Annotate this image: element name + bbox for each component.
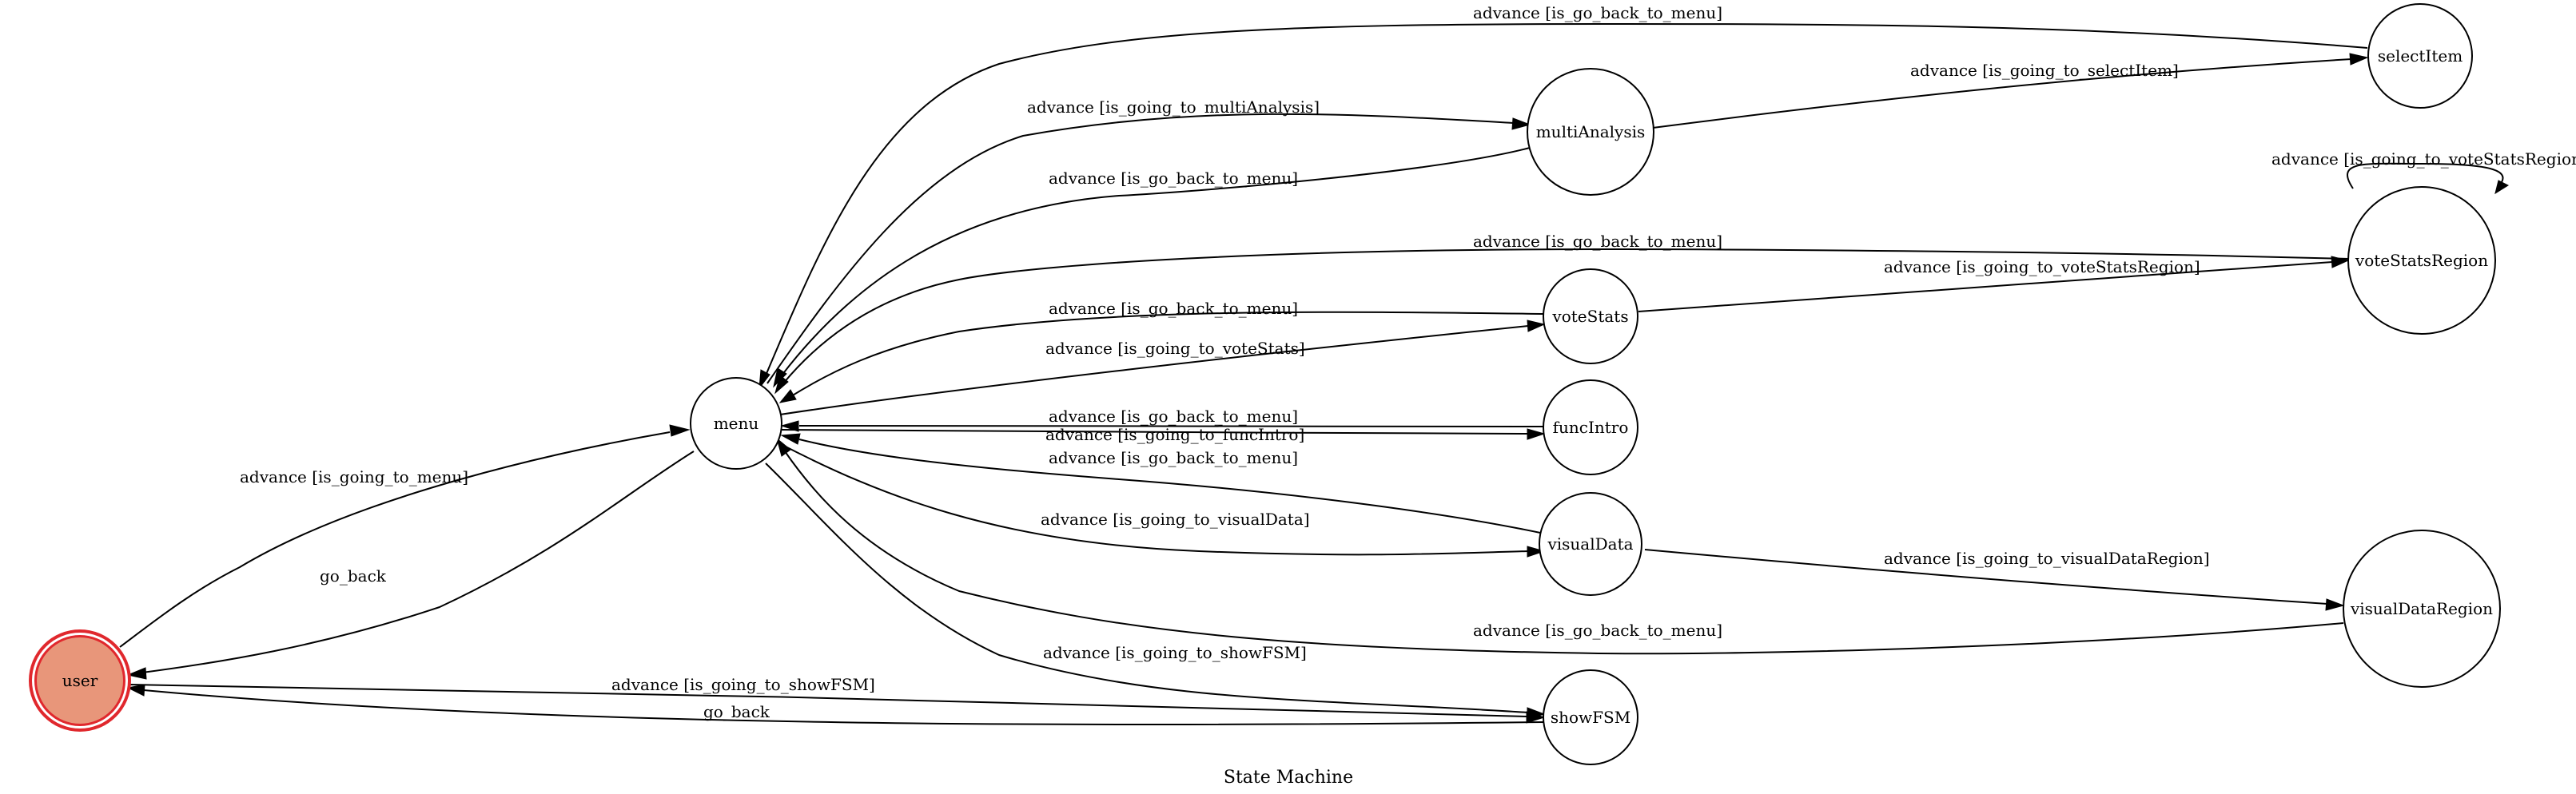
edge-menu-to-visualData bbox=[778, 443, 1529, 556]
arrowhead bbox=[2349, 53, 2369, 66]
arrowhead bbox=[1511, 117, 1531, 130]
edge-label-visualData-menu: advance [is_go_back_to_menu] bbox=[1049, 448, 1298, 467]
edge-menu-to-multiAnalysis bbox=[766, 113, 1515, 384]
arrowhead bbox=[126, 667, 147, 680]
state-user: user bbox=[29, 629, 131, 732]
edge-visualData-to-visualDataRegion bbox=[1644, 549, 2328, 605]
state-selectItem: selectItem bbox=[2367, 3, 2473, 109]
state-label-funcIntro: funcIntro bbox=[1553, 418, 1629, 437]
edge-visualDataRegion-to-menu bbox=[784, 451, 2344, 655]
edge-label-user-showFSM: advance [is_going_to_showFSM] bbox=[611, 675, 875, 694]
edge-label-menu-user: go_back bbox=[320, 566, 387, 586]
edge-selectItem-to-menu bbox=[765, 22, 2368, 376]
arrowhead bbox=[774, 375, 789, 395]
edge-label-selectItem-menu: advance [is_go_back_to_menu] bbox=[1473, 3, 1722, 22]
diagram-title: State Machine bbox=[1224, 768, 1353, 788]
edge-showFSM-to-user bbox=[143, 689, 1545, 726]
state-label-user: user bbox=[62, 671, 98, 690]
edge-label-user-menu: advance [is_going_to_menu] bbox=[240, 467, 468, 486]
arrowhead bbox=[2494, 180, 2510, 195]
edge-voteStats-to-menu bbox=[790, 311, 1545, 397]
edge-multiAnalysis-to-menu bbox=[781, 147, 1531, 376]
state-label-showFSM: showFSM bbox=[1551, 708, 1630, 727]
state-visualData: visualData bbox=[1539, 492, 1642, 596]
state-voteStats: voteStats bbox=[1543, 268, 1638, 364]
edge-label-menu-voteStats: advance [is_going_to_voteStats] bbox=[1045, 339, 1305, 358]
state-showFSM: showFSM bbox=[1543, 669, 1638, 765]
edge-menu-to-voteStats bbox=[779, 325, 1529, 415]
edge-multiAnalysis-to-selectItem bbox=[1652, 58, 2352, 129]
edge-label-visualDataRegion-menu: advance [is_go_back_to_menu] bbox=[1473, 621, 1722, 640]
edge-label-funcIntro-menu: advance [is_go_back_to_menu] bbox=[1049, 407, 1298, 426]
state-visualDataRegion: visualDataRegion bbox=[2343, 530, 2501, 688]
edge-voteStatsRegion-self-loop bbox=[2347, 162, 2504, 189]
arrowhead bbox=[2325, 598, 2345, 611]
state-multiAnalysis: multiAnalysis bbox=[1527, 68, 1654, 196]
state-menu: menu bbox=[690, 377, 782, 470]
state-label-voteStats: voteStats bbox=[1551, 307, 1628, 326]
edge-label-voteStats-menu: advance [is_go_back_to_menu] bbox=[1049, 299, 1298, 318]
state-label-selectItem: selectItem bbox=[2378, 46, 2463, 66]
arrowhead bbox=[778, 389, 797, 403]
edge-menu-to-funcIntro bbox=[781, 429, 1529, 435]
arrowhead bbox=[1527, 428, 1546, 440]
arrowhead bbox=[780, 420, 799, 432]
state-label-multiAnalysis: multiAnalysis bbox=[1536, 122, 1646, 141]
edge-label-showFSM-user: go_back bbox=[703, 702, 770, 721]
edge-label-multiAnalysis-menu: advance [is_go_back_to_menu] bbox=[1049, 169, 1298, 188]
state-label-visualDataRegion: visualDataRegion bbox=[2350, 599, 2493, 618]
edge-user-to-menu bbox=[119, 431, 671, 648]
arrowhead bbox=[1527, 320, 1546, 332]
edge-voteStatsRegion-to-menu bbox=[782, 248, 2349, 384]
edge-label-menu-visualData: advance [is_going_to_visualData] bbox=[1041, 510, 1310, 529]
edge-label-menu-funcIntro: advance [is_going_to_funcIntro] bbox=[1045, 425, 1304, 444]
arrowhead bbox=[758, 369, 770, 390]
arrowhead bbox=[669, 424, 691, 437]
edge-label-voteStatsRegion-menu: advance [is_go_back_to_menu] bbox=[1473, 232, 1722, 251]
edge-label-menu-showFSM: advance [is_going_to_showFSM] bbox=[1043, 643, 1307, 662]
state-user-fill bbox=[37, 637, 123, 724]
arrowhead bbox=[2331, 256, 2350, 268]
arrowhead bbox=[126, 684, 145, 697]
edge-label-menu-multiAnalysis: advance [is_going_to_multiAnalysis] bbox=[1027, 97, 1320, 117]
state-label-visualData: visualData bbox=[1547, 534, 1633, 554]
edge-funcIntro-to-menu bbox=[798, 425, 1545, 427]
edge-menu-to-user bbox=[141, 451, 695, 673]
arrowhead bbox=[780, 433, 801, 445]
edge-label-visualData-visualDataRegion: advance [is_going_to_visualDataRegion] bbox=[1884, 549, 2210, 568]
arrowhead bbox=[1527, 546, 1546, 558]
state-voteStatsRegion: voteStatsRegion bbox=[2347, 186, 2496, 335]
edge-label-voteStats-voteStatsRegion: advance [is_going_to_voteStatsRegion] bbox=[1884, 257, 2200, 276]
edge-label-multiAnalysis-selectItem: advance [is_going_to_selectItem] bbox=[1910, 61, 2179, 80]
arrowhead bbox=[1527, 707, 1546, 720]
edge-visualData-to-menu bbox=[798, 439, 1545, 534]
arrowhead bbox=[776, 437, 791, 457]
edge-label-voteStatsRegion-self: advance [is_going_to_voteStatsRegion] bbox=[2271, 149, 2576, 169]
state-label-voteStatsRegion: voteStatsRegion bbox=[2355, 251, 2488, 270]
edge-menu-to-showFSM bbox=[765, 463, 1529, 713]
state-funcIntro: funcIntro bbox=[1543, 379, 1638, 475]
state-label-menu: menu bbox=[714, 414, 759, 433]
